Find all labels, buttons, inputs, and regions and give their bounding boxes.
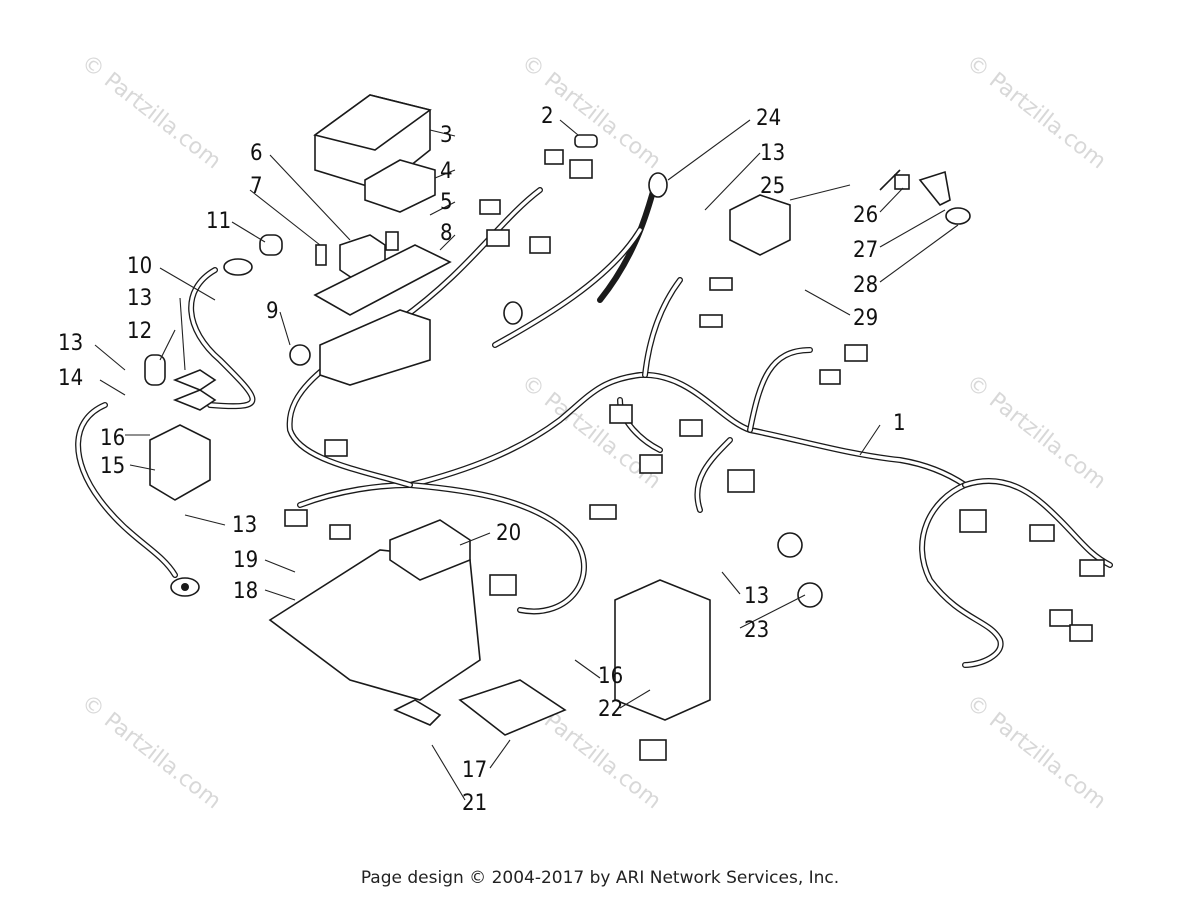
- watermark-5: © Partzilla.com: [961, 370, 1110, 494]
- callout-10: 10: [127, 254, 152, 279]
- solenoid: [144, 354, 217, 501]
- callout-14: 14: [58, 366, 83, 391]
- battery-cable: [75, 402, 200, 597]
- callout-11: 11: [206, 209, 231, 234]
- leader-lines: [94, 119, 959, 801]
- callout-28: 28: [853, 273, 878, 298]
- cable-24: [492, 172, 668, 348]
- callout-7: 7: [250, 174, 263, 199]
- callout-29: 29: [853, 306, 878, 331]
- watermark-layer: © Partzilla.com © Partzilla.com © Partzill…: [76, 50, 1110, 814]
- wiring-harness: [286, 187, 1113, 668]
- callout-3: 3: [440, 123, 453, 148]
- watermark-6: © Partzilla.com: [76, 690, 225, 814]
- callout-5: 5: [440, 190, 453, 215]
- callout-27: 27: [853, 238, 878, 263]
- connectors: [284, 134, 1105, 761]
- watermark-2: © Partzilla.com: [516, 50, 665, 174]
- watermark-8: © Partzilla.com: [961, 690, 1110, 814]
- callout-26: 26: [853, 203, 878, 228]
- callout-23: 23: [744, 618, 769, 643]
- callout-13c: 13: [232, 513, 257, 538]
- callout-15: 15: [100, 454, 125, 479]
- callout-13e: 13: [744, 584, 769, 609]
- watermark-3: © Partzilla.com: [961, 50, 1110, 174]
- callout-2: 2: [541, 104, 554, 129]
- callout-18: 18: [233, 579, 258, 604]
- callout-6: 6: [250, 141, 263, 166]
- callout-21: 21: [462, 791, 487, 816]
- callout-12: 12: [127, 319, 152, 344]
- callout-22: 22: [598, 697, 623, 722]
- callout-16a: 16: [100, 426, 125, 451]
- callout-19: 19: [233, 548, 258, 573]
- callout-labels: 1 2 3 4 5 6 7 8 9 10 11 12 13 13 14 16 1…: [58, 104, 906, 816]
- fuse-box-assembly: [259, 94, 452, 386]
- page-footer: Page design © 2004-2017 by ARI Network S…: [360, 868, 840, 888]
- callout-20: 20: [496, 521, 521, 546]
- callout-13d: 13: [760, 141, 785, 166]
- callout-1: 1: [893, 411, 906, 436]
- callout-4: 4: [440, 159, 453, 184]
- mounting-plate: [268, 169, 971, 736]
- callout-13a: 13: [127, 286, 152, 311]
- callout-8: 8: [440, 221, 453, 246]
- callout-13b: 13: [58, 331, 83, 356]
- cable-10: [188, 258, 256, 410]
- callout-17: 17: [462, 758, 487, 783]
- callout-9: 9: [266, 299, 279, 324]
- callout-25: 25: [760, 174, 785, 199]
- watermark-1: © Partzilla.com: [76, 50, 225, 174]
- callout-24: 24: [756, 106, 781, 131]
- callout-16b: 16: [598, 664, 623, 689]
